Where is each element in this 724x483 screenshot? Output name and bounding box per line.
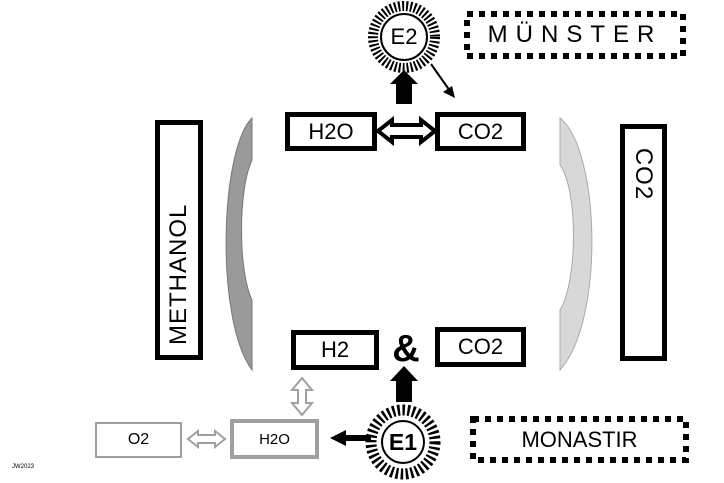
monastir-frame xyxy=(470,416,689,463)
credit-text: JW2023 xyxy=(12,464,35,470)
h2o-top-box: H2O xyxy=(285,112,377,151)
muenster-frame xyxy=(464,11,686,59)
methanol-text: METHANOL xyxy=(165,203,192,345)
co2-right-label: CO2 xyxy=(629,144,657,204)
right-crescent-shape xyxy=(559,116,593,372)
e1-label: E1 xyxy=(383,427,423,457)
o2-box: O2 xyxy=(95,422,182,458)
e2-to-co2-arrow xyxy=(443,86,455,98)
e2-label: E2 xyxy=(384,22,424,52)
co2-top-text: CO2 xyxy=(457,118,504,144)
o2-h2o-double-arrow xyxy=(186,428,227,450)
co2-right-box xyxy=(620,124,667,361)
monastir-label: MONASTIR xyxy=(479,423,680,456)
h2-text: H2 xyxy=(320,337,350,362)
h2-h2o-double-arrow xyxy=(289,376,315,417)
e1-to-h2o-arrow xyxy=(330,430,371,446)
e1-text: E1 xyxy=(388,428,418,455)
methanol-box xyxy=(155,120,203,360)
h2o-top-text: H2O xyxy=(308,118,354,144)
up-arrow-to-e2 xyxy=(390,70,418,104)
h2-box: H2 xyxy=(291,330,379,370)
left-crescent-shape xyxy=(225,116,253,372)
ampersand: & xyxy=(386,326,426,372)
muenster-text: MÜNSTER xyxy=(487,21,663,48)
o2-text: O2 xyxy=(127,431,150,448)
monastir-text: MONASTIR xyxy=(521,426,638,452)
h2o-bottom-box: H2O xyxy=(230,419,319,459)
co2-bottom-box: CO2 xyxy=(435,327,526,367)
e2-text: E2 xyxy=(390,24,418,49)
ampersand-text: & xyxy=(392,327,420,370)
up-arrow-from-e1 xyxy=(390,366,418,402)
co2-right-text: CO2 xyxy=(630,147,657,201)
methanol-label: METHANOL xyxy=(165,203,193,345)
co2-bottom-text: CO2 xyxy=(457,334,504,359)
muenster-label: MÜNSTER xyxy=(472,18,678,52)
co2-top-box: CO2 xyxy=(435,112,526,151)
h2o-bottom-text: H2O xyxy=(259,430,290,448)
h2o-co2-double-arrow xyxy=(374,115,439,147)
